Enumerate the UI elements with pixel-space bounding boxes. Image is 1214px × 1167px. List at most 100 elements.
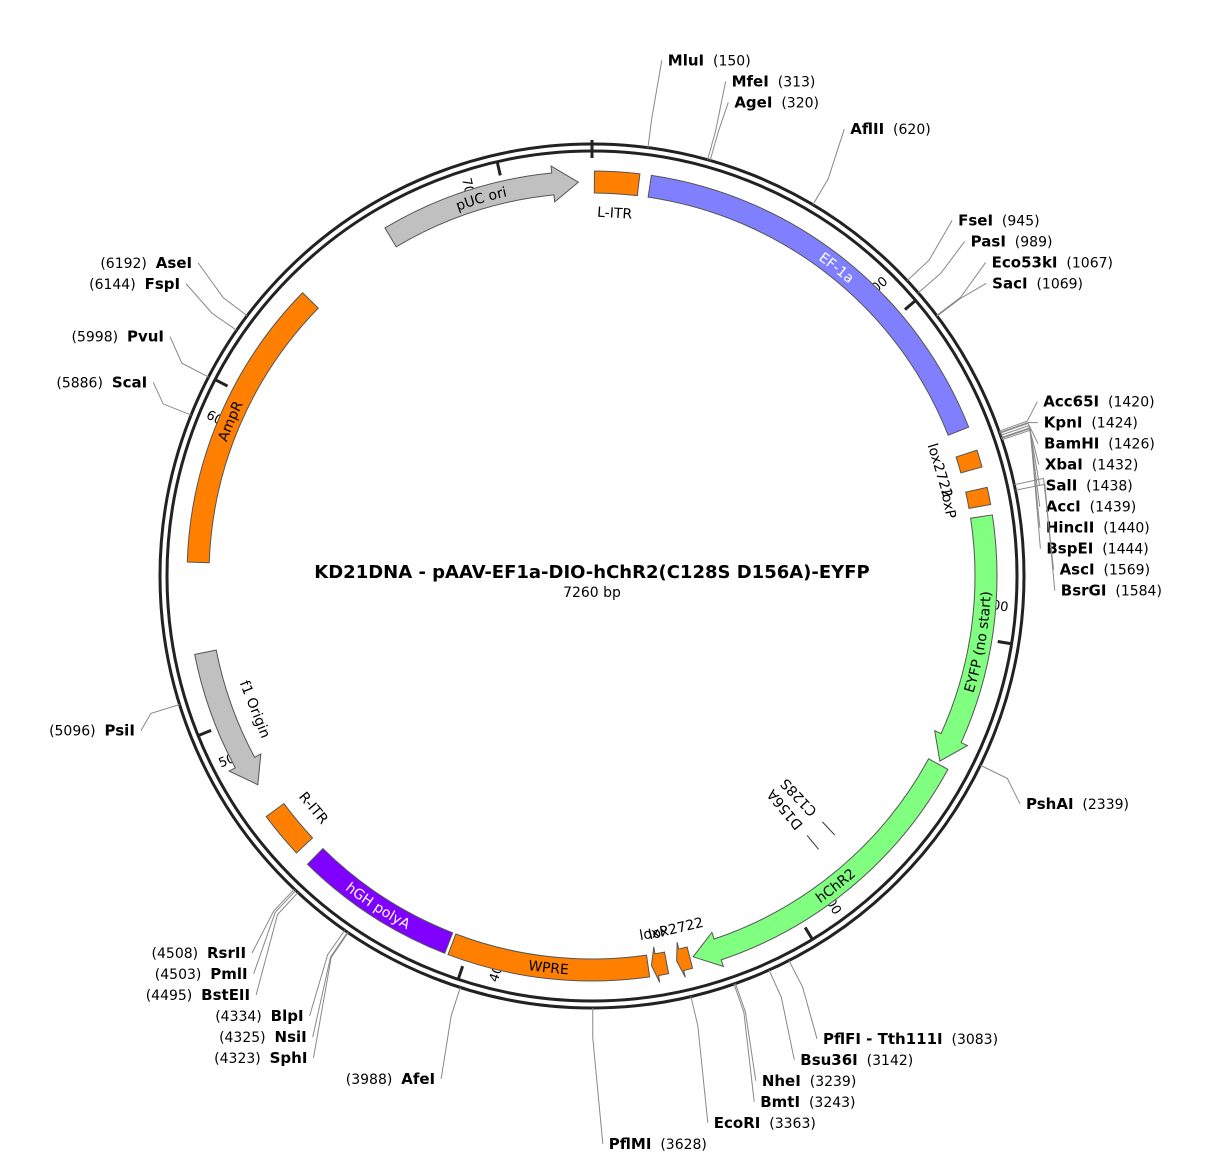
site-leader-line: [917, 241, 966, 294]
site-acci[interactable]: AccI (1439): [1001, 427, 1136, 516]
plasmid-title: KD21DNA - pAAV-EF1a-DIO-hChR2(C128S D156…: [314, 562, 869, 583]
site-leader-line: [999, 422, 1039, 444]
feature-hgh-polya[interactable]: hGH polyA: [306, 847, 454, 954]
feature-shape[interactable]: [186, 292, 319, 564]
site-label: (4503) PmlI: [155, 965, 248, 983]
site-blpi[interactable]: (4334) BlpI: [215, 929, 346, 1025]
site-eco53ki[interactable]: Eco53kI (1067): [936, 253, 1113, 316]
site-leader-line: [709, 102, 729, 161]
site-afei[interactable]: (3988) AfeI: [346, 987, 461, 1088]
site-sali[interactable]: SalI (1438): [1001, 427, 1133, 495]
feature-shape[interactable]: [194, 649, 262, 786]
site-asei[interactable]: (6192) AseI: [100, 254, 248, 317]
site-rsrii[interactable]: (4508) RsrII: [152, 888, 295, 962]
site-scai[interactable]: (5886) ScaI: [56, 373, 192, 416]
feature-shape[interactable]: [676, 942, 694, 978]
tick-mark: [903, 299, 916, 311]
site-psii[interactable]: (5096) PsiI: [49, 704, 180, 740]
site-mfei[interactable]: MfeI (313): [707, 72, 816, 160]
site-sphi[interactable]: (4323) SphI: [214, 932, 349, 1067]
site-label: SacI (1069): [992, 274, 1083, 292]
site-label: BmtI (3243): [760, 1093, 855, 1111]
feature-shape[interactable]: [955, 449, 983, 474]
site-leader-line: [592, 1007, 604, 1144]
site-bsu36i[interactable]: Bsu36I (3142): [768, 969, 913, 1069]
site-label: Eco53kI (1067): [992, 253, 1113, 271]
site-label: AgeI (320): [734, 93, 819, 111]
site-label: NheI (3239): [762, 1072, 856, 1090]
site-fspi[interactable]: (6144) FspI: [89, 275, 237, 331]
feature-shape[interactable]: [306, 847, 454, 954]
site-bsteii[interactable]: (4495) BstEII: [146, 892, 299, 1004]
site-leader-line: [251, 888, 295, 954]
site-pflmi[interactable]: PflMI (3628): [592, 1007, 707, 1153]
site-label: (4323) SphI: [214, 1049, 307, 1067]
site-pvui[interactable]: (5998) PvuI: [72, 328, 209, 378]
feature-f1-origin[interactable]: f1 Origin: [194, 649, 273, 786]
site-pflfi-tth111i[interactable]: PflFI - Tth111I (3083): [788, 960, 998, 1048]
tick-mark: [198, 729, 212, 737]
site-bamhi[interactable]: BamHI (1426): [999, 422, 1155, 453]
site-leader-line: [169, 336, 209, 378]
site-nhei[interactable]: NheI (3239): [734, 983, 856, 1090]
feature-shape[interactable]: [384, 165, 580, 248]
site-bspei[interactable]: BspEI (1444): [1001, 429, 1149, 558]
site-saci[interactable]: SacI (1069): [936, 274, 1083, 317]
feature-eyfp-no-start[interactable]: EYFP (no start): [934, 514, 998, 764]
site-xbai[interactable]: XbaI (1432): [1000, 425, 1138, 474]
site-pshai[interactable]: PshAI (2339): [980, 764, 1129, 813]
site-label: AflII (620): [850, 120, 930, 138]
site-kpni[interactable]: KpnI (1424): [999, 414, 1138, 434]
site-label: PflMI (3628): [609, 1135, 707, 1153]
feature-r-itr[interactable]: R-ITR: [265, 789, 331, 854]
feature-wpre[interactable]: WPRE: [447, 933, 651, 982]
site-pasi[interactable]: PasI (989): [917, 232, 1052, 294]
site-leader-line: [1000, 425, 1040, 465]
site-label: PshAI (2339): [1026, 795, 1129, 813]
site-bmti[interactable]: BmtI (3243): [733, 983, 856, 1111]
feature-puc-ori[interactable]: pUC ori: [384, 165, 580, 248]
feature-label-path: [649, 191, 954, 433]
site-leader-line: [185, 283, 237, 331]
site-ecori[interactable]: EcoRI (3363): [690, 996, 816, 1132]
site-bsrgi[interactable]: BsrGI (1584): [1015, 483, 1162, 600]
site-fsei[interactable]: FseI (945): [906, 211, 1040, 281]
site-leader-line: [768, 969, 795, 1060]
site-leader-line: [140, 704, 180, 731]
site-leader-line: [788, 960, 818, 1039]
site-leader-line: [309, 929, 346, 1017]
tick-mark: [457, 965, 465, 979]
site-mlui[interactable]: MluI (150): [647, 51, 751, 148]
site-label: PflFI - Tth111I (3083): [823, 1030, 998, 1048]
mutation-mark: [822, 821, 836, 836]
feature-shape[interactable]: [650, 946, 670, 983]
site-label: (5096) PsiI: [49, 722, 135, 740]
site-pmli[interactable]: (4503) PmlI: [155, 890, 297, 983]
site-aflii[interactable]: AflII (620): [812, 120, 931, 205]
site-leader-line: [936, 282, 987, 317]
site-label: KpnI (1424): [1044, 414, 1138, 432]
feature-shape[interactable]: [447, 933, 651, 982]
feature-shape[interactable]: [593, 170, 641, 197]
plasmid-length: 7260 bp: [563, 585, 621, 601]
site-label: (4495) BstEII: [146, 986, 250, 1004]
site-leader-line: [733, 983, 755, 1102]
feature-shape[interactable]: [265, 802, 314, 854]
site-label: SalI (1438): [1046, 477, 1133, 495]
site-label: EcoRI (3363): [714, 1114, 816, 1132]
feature-shape[interactable]: [965, 486, 992, 509]
feature-shape[interactable]: [934, 514, 998, 762]
site-hincii[interactable]: HincII (1440): [1001, 428, 1150, 537]
mutation-mark: [806, 835, 820, 850]
site-agei[interactable]: AgeI (320): [709, 93, 819, 161]
feature-shape[interactable]: [692, 758, 949, 968]
feature-loxp[interactable]: loxP: [937, 486, 992, 520]
site-acc65i[interactable]: Acc65I (1420): [998, 393, 1155, 432]
site-leader-line: [980, 764, 1021, 805]
feature-l-itr[interactable]: L-ITR: [593, 170, 641, 223]
site-label: (5998) PvuI: [72, 328, 164, 346]
feature-ampr[interactable]: AmpR: [186, 292, 319, 564]
site-nsii[interactable]: (4325) NsiI: [219, 931, 348, 1046]
feature-shape[interactable]: [647, 174, 970, 436]
feature-loxp[interactable]: loxP: [638, 923, 670, 983]
